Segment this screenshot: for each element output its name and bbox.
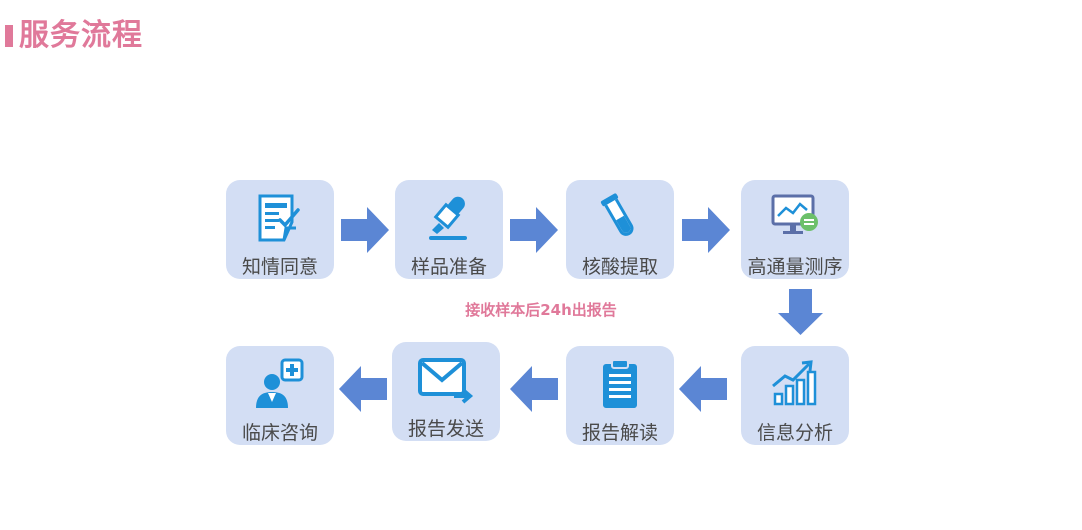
arrow-left-icon [679, 366, 727, 412]
arrow-down-icon [778, 289, 823, 335]
step-report-interpretation: 报告解读 [566, 346, 674, 445]
step-clinical-consult: 临床咨询 [226, 346, 334, 445]
title-accent-bar [5, 25, 13, 47]
step-informed-consent: 知情同意 [226, 180, 334, 279]
step-label: 知情同意 [241, 256, 318, 278]
step-label: 信息分析 [756, 422, 833, 444]
arrow-left-icon [339, 366, 387, 412]
step-sample-prep: 样品准备 [395, 180, 503, 279]
page-title: 服务流程 [19, 18, 143, 53]
step-info-analysis: 信息分析 [741, 346, 849, 445]
test-tube-icon [592, 190, 648, 246]
step-label: 样品准备 [410, 256, 487, 278]
monitor-chart-icon [767, 190, 823, 246]
step-report-delivery: 报告发送 [392, 342, 500, 441]
arrow-right-icon [510, 207, 558, 253]
step-label: 报告发送 [407, 418, 484, 440]
step-sequencing: 高通量测序 [741, 180, 849, 279]
step-label: 核酸提取 [581, 256, 658, 278]
document-edit-icon [252, 190, 308, 246]
arrow-left-icon [510, 366, 558, 412]
section-header: 服务流程 [5, 16, 143, 56]
step-label: 高通量测序 [747, 256, 843, 278]
step-label: 临床咨询 [241, 422, 318, 444]
pipette-icon [421, 190, 477, 246]
step-label: 报告解读 [581, 422, 658, 444]
growth-chart-icon [767, 356, 823, 412]
step-nucleic-extraction: 核酸提取 [566, 180, 674, 279]
turnaround-note: 接收样本后24h出报告 [465, 301, 617, 319]
arrow-right-icon [341, 207, 389, 253]
arrow-right-icon [682, 207, 730, 253]
clipboard-icon [592, 356, 648, 412]
envelope-send-icon [418, 352, 474, 408]
doctor-icon [252, 356, 308, 412]
